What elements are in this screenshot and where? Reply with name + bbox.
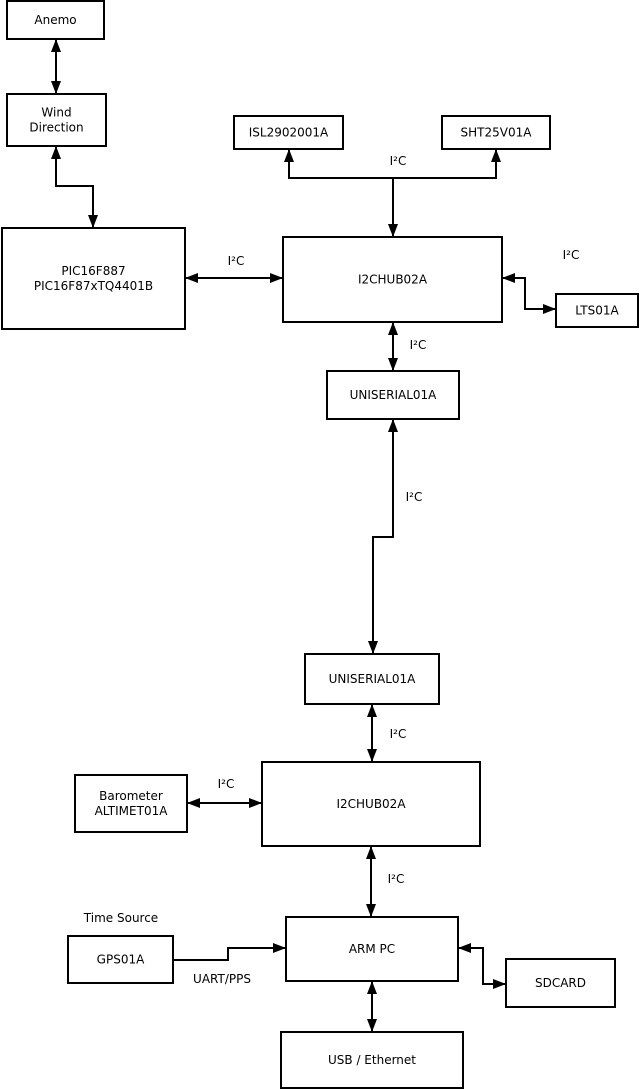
label-i2c-sensor-bus: I²C	[390, 154, 407, 168]
usb-ethernet-label: USB / Ethernet	[328, 1053, 416, 1067]
label-i2c-uniserial2-hub2: I²C	[390, 727, 407, 741]
node-isl: ISL2902001A	[233, 115, 344, 150]
label-i2c-hub1-lts: I²C	[563, 248, 580, 262]
node-gps: GPS01A	[67, 935, 174, 984]
anemo-label: Anemo	[34, 13, 76, 27]
barometer-box	[74, 774, 188, 833]
node-sdcard: SDCARD	[505, 958, 616, 1008]
label-i2c-barometer-hub2: I²C	[218, 777, 235, 791]
usb-ethernet-box	[280, 1031, 464, 1089]
edge-wind-pic	[51, 146, 98, 228]
node-arm-pc: ARM PC	[285, 916, 459, 982]
gps-box	[67, 935, 174, 984]
isl-box	[233, 115, 344, 150]
edge-armpc-sdcard	[458, 943, 506, 989]
i2chub-1-label: I2CHUB02A	[358, 273, 428, 287]
node-uniserial-1: UNISERIAL01A	[326, 370, 460, 420]
sht-box	[441, 115, 551, 150]
node-sht: SHT25V01A	[441, 115, 551, 150]
anemo-box	[6, 0, 105, 40]
sdcard-box	[505, 958, 616, 1008]
wind-direction-box	[6, 93, 107, 147]
lts-box	[555, 293, 639, 328]
sht-label: SHT25V01A	[461, 126, 533, 140]
uniserial-2-label: UNISERIAL01A	[329, 672, 417, 686]
node-i2chub-1: I2CHUB02A	[282, 236, 503, 323]
label-uart-pps: UART/PPS	[193, 972, 251, 986]
isl-label: ISL2902001A	[249, 126, 329, 140]
label-i2c-hub1-uniserial1: I²C	[410, 338, 427, 352]
label-i2c-hub2-armpc: I²C	[388, 872, 405, 886]
node-anemo: Anemo	[6, 0, 105, 40]
label-i2c-uniserial-link: I²C	[406, 490, 423, 504]
uniserial-2-box	[304, 653, 440, 705]
arm-pc-label: ARM PC	[349, 942, 395, 956]
pic-box	[1, 227, 186, 330]
label-time-source: Time Source	[83, 911, 158, 925]
edge-gps-armpc	[173, 943, 286, 961]
label-i2c-pic-hub1: I²C	[228, 254, 245, 268]
i2chub-2-label: I2CHUB02A	[336, 797, 406, 811]
lts-label: LTS01A	[575, 304, 619, 318]
edge-i2chub1-lts	[502, 273, 556, 314]
uniserial-1-label: UNISERIAL01A	[350, 388, 438, 402]
node-i2chub-2: I2CHUB02A	[261, 761, 481, 847]
uniserial-1-box	[326, 370, 460, 420]
node-uniserial-2: UNISERIAL01A	[304, 653, 440, 705]
sdcard-label: SDCARD	[535, 976, 586, 990]
gps-label: GPS01A	[97, 953, 145, 967]
node-lts: LTS01A	[555, 293, 639, 328]
arm-pc-box	[285, 916, 459, 982]
i2chub-2-box	[261, 761, 481, 847]
edge-uniserial1-uniserial2	[368, 419, 398, 654]
node-usb-ethernet: USB / Ethernet	[280, 1031, 464, 1089]
i2chub-1-box	[282, 236, 503, 323]
